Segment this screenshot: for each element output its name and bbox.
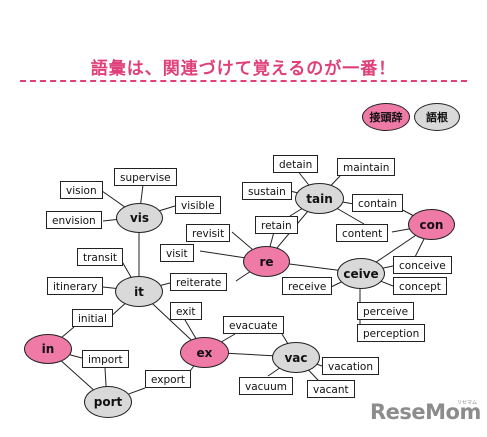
resemom-logo-kana: リセマム [457, 400, 478, 406]
word-box-transit: transit [77, 248, 124, 266]
word-box-exit: exit [170, 302, 202, 320]
word-box-conceive: conceive [393, 256, 452, 274]
word-box-export: export [145, 370, 192, 388]
word-box-vision: vision [60, 181, 103, 199]
word-box-itinerary: itinerary [47, 277, 104, 295]
page-title: 語彙は、関連づけて覚えるのが一番！ [90, 59, 397, 79]
word-box-visit: visit [160, 244, 194, 262]
word-box-perception: perception [357, 324, 426, 342]
prefix-node-re: re [243, 246, 290, 277]
root-node-tain: tain [295, 183, 344, 214]
legend-root-badge: 語根 [414, 103, 460, 131]
prefix-node-in: in [24, 334, 72, 364]
root-node-vac: vac [272, 342, 320, 373]
word-box-vacant: vacant [307, 380, 355, 398]
legend-prefix-badge: 接頭辞 [362, 103, 410, 131]
word-box-envision: envision [46, 211, 102, 229]
root-node-ceive: ceive [337, 258, 385, 289]
prefix-node-ex: ex [180, 337, 229, 368]
word-box-sustain: sustain [242, 182, 292, 200]
root-node-vis: vis [116, 203, 163, 233]
word-box-concept: concept [393, 277, 447, 295]
word-box-content: content [336, 224, 389, 242]
word-box-import: import [82, 350, 129, 368]
resemom-logo: ReseMom [370, 400, 481, 424]
word-box-vacuum: vacuum [239, 377, 293, 395]
word-box-retain: retain [255, 216, 298, 234]
root-node-it: it [115, 276, 163, 307]
word-box-visible: visible [175, 196, 221, 214]
word-box-contain: contain [352, 194, 403, 212]
prefix-node-con: con [408, 209, 455, 240]
word-box-vacation: vacation [322, 357, 379, 375]
word-box-initial: initial [72, 309, 113, 327]
word-box-receive: receive [282, 277, 333, 295]
word-box-evacuate: evacuate [223, 316, 284, 334]
word-box-maintain: maintain [337, 158, 396, 176]
word-box-reiterate: reiterate [170, 273, 228, 291]
word-box-supervise: supervise [114, 168, 177, 186]
root-node-port: port [84, 386, 132, 418]
word-box-revisit: revisit [186, 224, 231, 242]
word-box-detain: detain [273, 155, 319, 173]
title-divider [20, 80, 467, 82]
word-box-perceive: perceive [357, 302, 415, 320]
